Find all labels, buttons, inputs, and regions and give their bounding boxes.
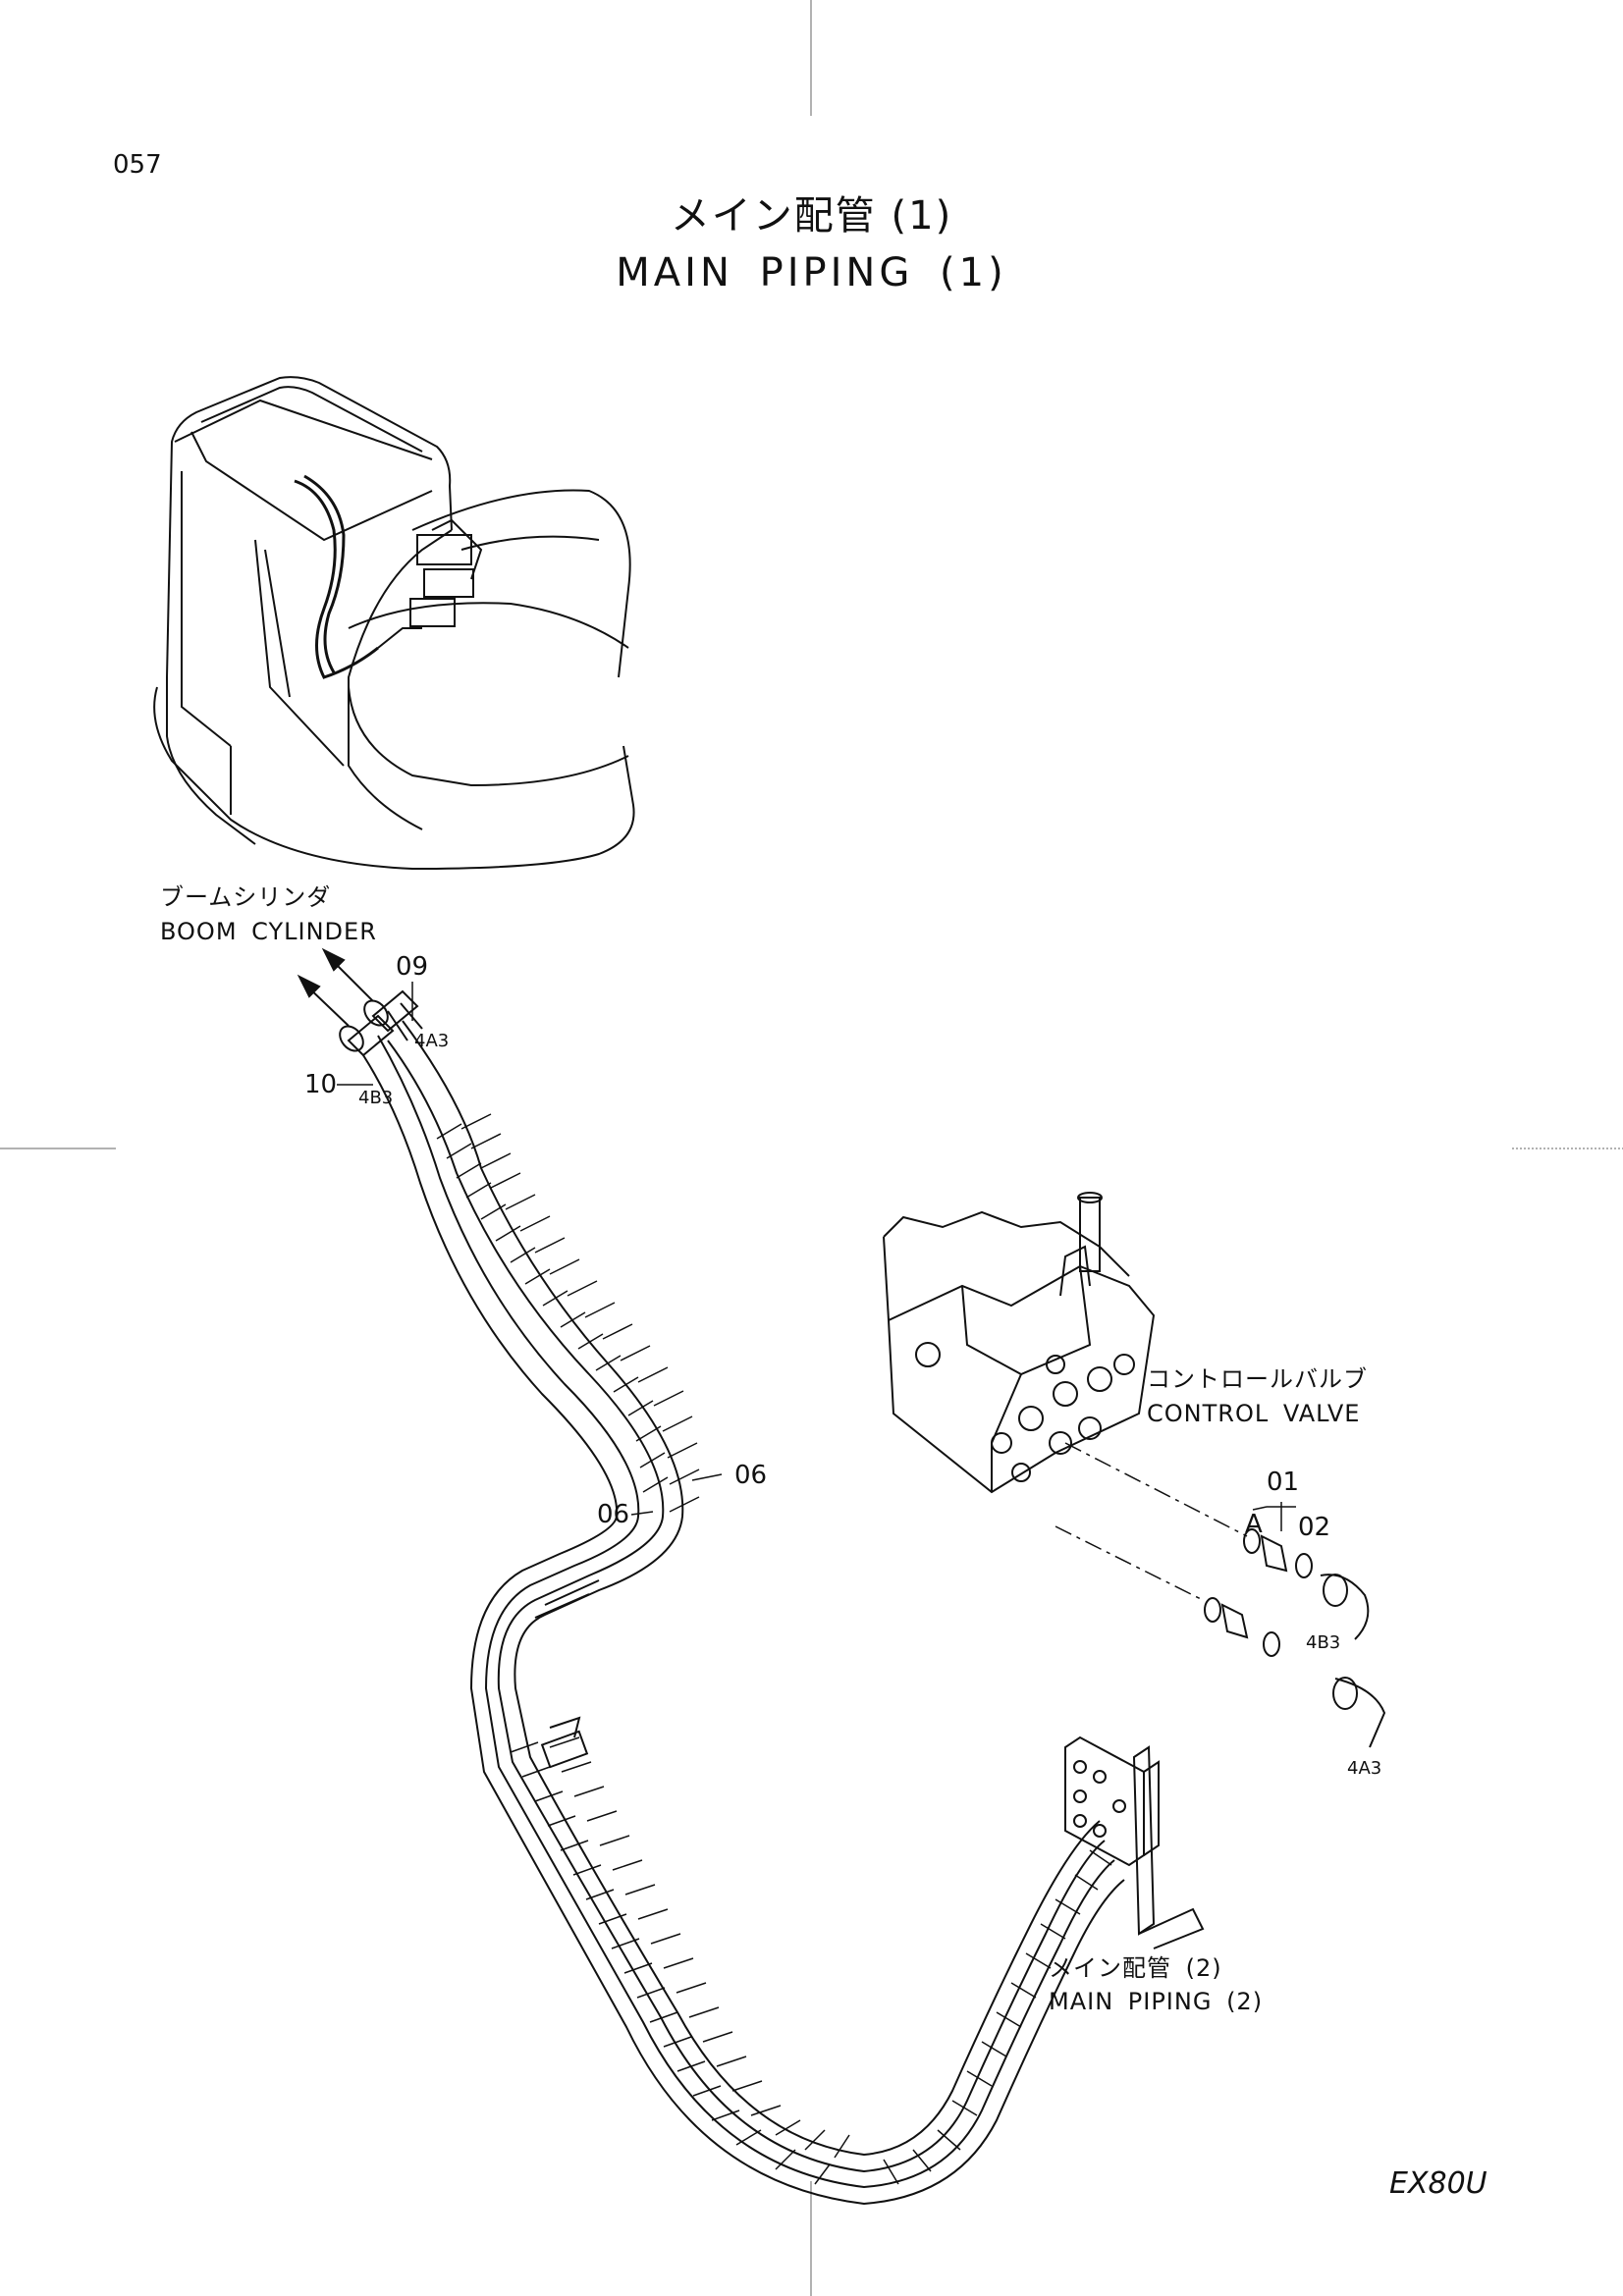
hose-outer — [387, 1020, 1106, 2173]
boom-cylinder-label-en: BOOM CYLINDER — [160, 918, 377, 945]
page-title-en: MAIN PIPING (1) — [616, 250, 1007, 295]
callout-06-left: 06 — [597, 1500, 630, 1529]
arrow-to-boom-cylinder — [297, 947, 374, 1027]
callout-09: 09 — [396, 952, 429, 982]
page-number: 057 — [113, 150, 162, 180]
control-valve-illustration — [883, 1192, 1156, 1494]
port-code-4a3-top: 4A3 — [414, 1031, 450, 1051]
boom-cylinder-label-jp: ブームシリンダ — [160, 883, 332, 911]
port-code-4b3-valve: 4B3 — [1306, 1632, 1341, 1653]
bracket-main-piping-2 — [1064, 1735, 1205, 1949]
fitting-02 — [1295, 1553, 1386, 1748]
callout-02: 02 — [1298, 1513, 1331, 1542]
callout-01: 01 — [1267, 1468, 1300, 1497]
control-valve-label-jp: コントロールバルブ — [1147, 1365, 1368, 1393]
hose-inner — [362, 1035, 1125, 2206]
hose-06-assembly — [362, 1020, 1125, 2206]
port-code-4a3-valve: 4A3 — [1347, 1758, 1382, 1779]
excavator-illustration — [153, 376, 635, 871]
hose-end-10 — [339, 1014, 395, 1057]
callout-leaders — [337, 982, 1296, 1531]
port-code-4b3-top: 4B3 — [358, 1088, 394, 1108]
fitting-01 — [1204, 1528, 1288, 1657]
main-piping-2-label-jp: メイン配管 (2) — [1049, 1954, 1222, 1982]
main-piping-2-label-en: MAIN PIPING (2) — [1049, 1988, 1264, 2015]
model-label: EX80U — [1389, 2166, 1488, 2201]
callout-06-right: 06 — [734, 1461, 768, 1490]
callout-10: 10 — [304, 1070, 338, 1099]
control-valve-label-en: CONTROL VALVE — [1147, 1400, 1361, 1427]
port-leader-lines — [1055, 1442, 1248, 1601]
page-title-jp: メイン配管 (1) — [670, 193, 953, 239]
detail-a-label: A — [1245, 1510, 1263, 1539]
